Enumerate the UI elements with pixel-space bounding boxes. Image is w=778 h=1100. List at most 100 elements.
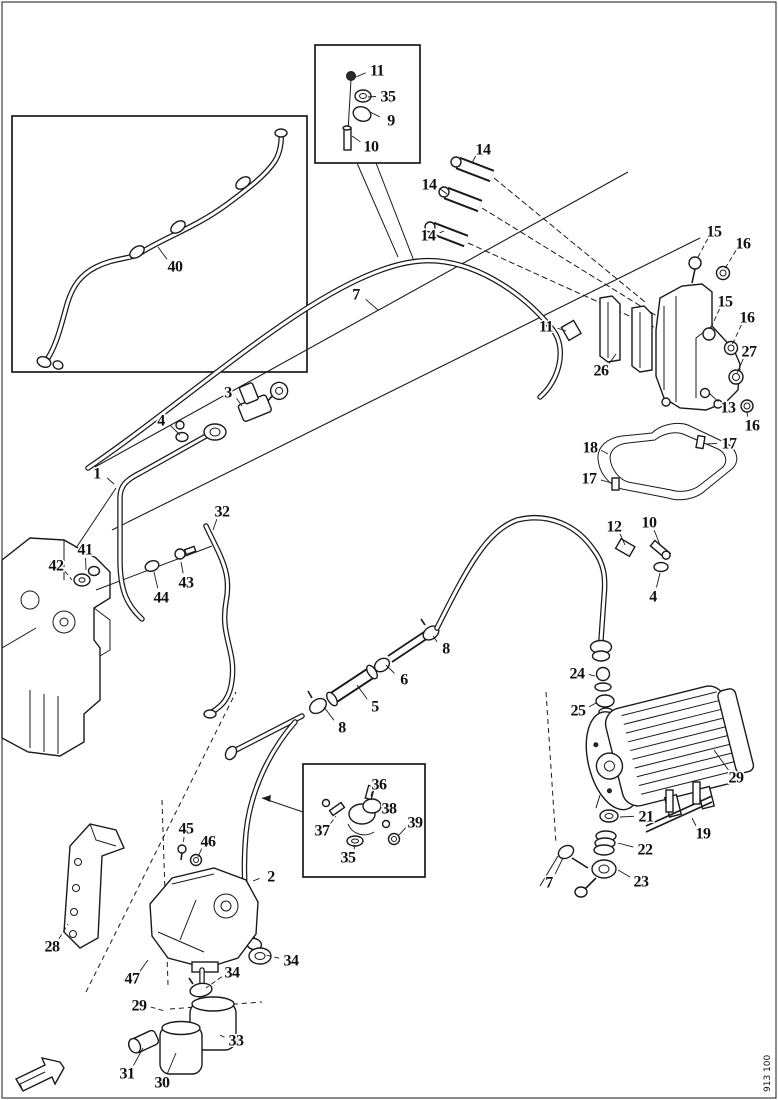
bolt-17-b	[611, 477, 620, 491]
frame-rails	[94, 171, 701, 531]
callout-15-10: 15	[707, 224, 723, 241]
callout-29-56: 29	[132, 998, 148, 1015]
bolt-14-2	[438, 186, 483, 213]
callout-12-29: 12	[607, 519, 623, 536]
leader-line-30-59	[166, 1052, 177, 1075]
leader-line-33-57	[219, 1034, 225, 1038]
leader-line-16-11	[723, 250, 737, 271]
leader-line-14-5	[471, 155, 476, 164]
leader-line-26-15	[608, 353, 617, 364]
filter-head-47	[149, 867, 259, 969]
bolts-14	[424, 156, 679, 339]
bolt-14-3	[424, 221, 469, 248]
leader-line-16-17	[746, 411, 749, 417]
pump-fittings	[574, 794, 619, 898]
leader-line-16-13	[731, 324, 742, 346]
canister-30	[159, 1020, 203, 1075]
leader-line-7-43	[554, 857, 564, 875]
pin-36	[364, 784, 376, 801]
callout-16-17: 16	[745, 418, 761, 435]
clamp-8-a	[309, 697, 327, 715]
leader-line-8-37	[323, 706, 335, 721]
fitting-25	[595, 694, 615, 708]
engine-block	[1, 487, 117, 757]
leader-line-24-32	[588, 674, 596, 677]
callout-5-36: 5	[371, 699, 379, 716]
callout-11-9: 11	[539, 319, 554, 336]
fitting-24	[595, 666, 611, 682]
callout-9-3: 9	[387, 113, 395, 130]
inset-b-reference-lines	[356, 162, 415, 262]
leader-line-10-30	[653, 529, 661, 546]
callout-47-53: 47	[125, 971, 141, 988]
channel-26-a	[599, 295, 621, 363]
bolt-15-b	[702, 327, 716, 341]
ring-44	[144, 560, 160, 572]
pump-29	[585, 685, 755, 818]
leader-line-28-52	[58, 923, 69, 939]
callout-6-35: 6	[400, 672, 408, 689]
leader-line-15-12	[709, 308, 720, 331]
callout-22-41: 22	[638, 842, 654, 859]
leader-line-9-3	[369, 111, 380, 118]
callout-25-33: 25	[571, 703, 587, 720]
leader-line-39-47	[397, 827, 407, 837]
ring-34-b	[248, 947, 272, 965]
leader-line-14-6	[439, 188, 448, 195]
leader-line-17-20	[600, 479, 613, 484]
fitting-42	[87, 565, 101, 577]
leader-line-34-54	[205, 976, 223, 989]
washer-4-b	[653, 561, 669, 573]
clamp-6	[373, 657, 391, 673]
nut-16-c	[740, 399, 754, 413]
callout-41-25: 41	[78, 542, 94, 559]
callout-29-38: 29	[729, 770, 745, 787]
bolt-43	[174, 548, 186, 560]
leader-line-5-36	[356, 684, 368, 700]
gasket-plate	[597, 422, 738, 501]
leader-line-2-51	[252, 877, 260, 882]
bolt-4	[175, 420, 185, 430]
leader-line-35-48	[353, 844, 356, 850]
callout-17-19: 17	[722, 436, 738, 453]
callout-8-37: 8	[338, 720, 346, 737]
callout-26-15: 26	[594, 363, 610, 380]
clamp-hardware-parts	[342, 71, 372, 151]
bolt-14-1	[450, 156, 495, 183]
callout-39-47: 39	[408, 815, 424, 832]
leader-line-44-28	[153, 571, 159, 589]
fitting-41	[73, 573, 91, 587]
leader-line-42-26	[64, 570, 73, 581]
bracket-assembly	[599, 256, 754, 413]
bracket-19	[645, 781, 713, 833]
callout-23-42: 23	[634, 874, 650, 891]
callout-38-45: 38	[382, 801, 398, 818]
washer-35-b	[346, 835, 364, 847]
direction-arrow	[15, 1057, 65, 1092]
callout-13-16: 13	[721, 400, 737, 417]
inset-box-clamp-kit	[261, 763, 426, 878]
inset-box-tube-40	[11, 115, 308, 373]
callout-36-44: 36	[372, 777, 388, 794]
leader-line-32-24	[212, 518, 218, 531]
bolt-37	[328, 801, 346, 817]
leader-line-18-18	[600, 449, 609, 455]
clamp-12	[614, 537, 636, 558]
nut-39	[387, 832, 401, 846]
callout-42-26: 42	[49, 558, 65, 575]
leader-line-1-23	[106, 477, 115, 485]
callout-14-6: 14	[422, 177, 438, 194]
callout-37-46: 37	[315, 823, 331, 840]
channel-26-b	[631, 305, 653, 373]
callout-44-28: 44	[154, 590, 170, 607]
bolt-17-a	[695, 434, 706, 450]
bracket-13	[655, 283, 741, 411]
filter-assembly	[63, 823, 259, 1075]
callout-43-27: 43	[179, 575, 195, 592]
leader-line-31-58	[133, 1047, 144, 1066]
clamp-11-on-tube	[560, 319, 583, 342]
leader-line-13-16	[708, 392, 719, 402]
